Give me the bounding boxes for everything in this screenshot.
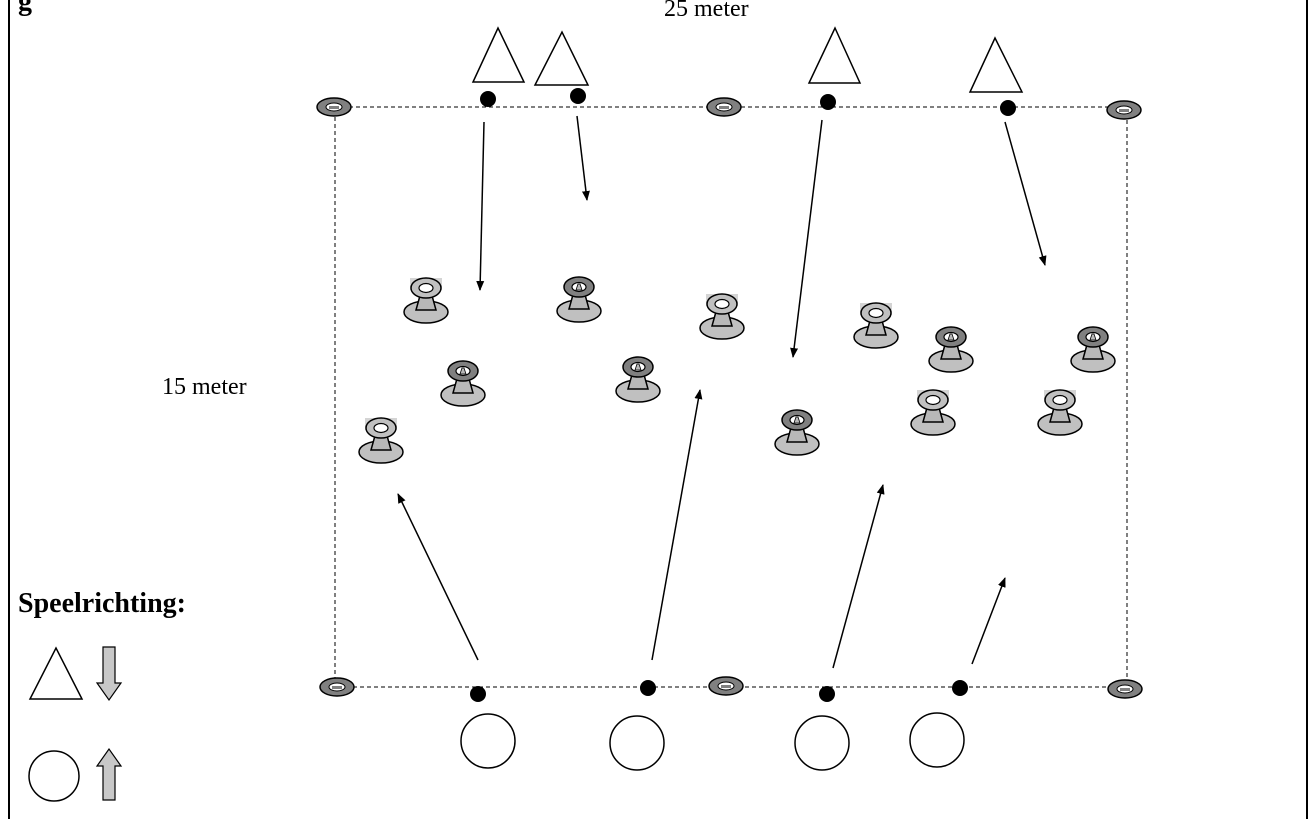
cone-light-icon [1037,389,1083,436]
legend-title: Speelrichting: [18,588,186,619]
movement-arrow [1004,121,1047,266]
marker-top-right-icon [1106,100,1142,120]
player-circle-icon [794,715,850,771]
ball-icon [952,680,968,696]
movement-arrow [971,577,1006,665]
marker-top-mid-icon [706,97,742,117]
ball-icon [480,91,496,107]
cone-dark-icon [1070,326,1116,373]
cone-light-icon [910,389,956,436]
player-triangle-icon [471,26,526,83]
cone-light-icon [853,302,899,349]
frame-left-border [8,0,10,819]
ball-icon [1000,100,1016,116]
movement-arrow [397,493,479,661]
cone-dark-icon [440,360,486,407]
cone-dark-icon [774,409,820,456]
player-circle-icon [909,712,965,768]
player-triangle-icon [533,30,590,86]
legend-triangle-icon [28,646,84,700]
legend-circle-icon [28,750,80,802]
player-circle-icon [609,715,665,771]
heading-fragment: g [18,0,32,17]
player-circle-icon [460,713,516,769]
marker-bottom-left-icon [319,677,355,697]
ball-icon [470,686,486,702]
marker-bottom-mid-icon [708,676,744,696]
movement-arrow [576,115,590,201]
ball-icon [820,94,836,110]
ball-icon [640,680,656,696]
ball-icon [570,88,586,104]
marker-bottom-right-icon [1107,679,1143,699]
cone-light-icon [358,417,404,464]
field-width-label: 25 meter [664,0,749,22]
legend-arrow-up-icon [95,747,123,801]
legend-arrow-down-icon [95,646,123,702]
frame-right-border [1306,0,1308,819]
movement-arrow [651,389,703,661]
cone-dark-icon [556,276,602,323]
player-triangle-icon [968,36,1024,93]
movement-arrow [476,121,485,291]
movement-arrow [832,484,885,669]
cone-light-icon [403,277,449,324]
field-length-label: 15 meter [162,374,247,400]
cone-dark-icon [928,326,974,373]
player-triangle-icon [807,26,862,84]
ball-icon [819,686,835,702]
cone-light-icon [699,293,745,340]
movement-arrow [790,119,823,358]
marker-top-left-icon [316,97,352,117]
cone-dark-icon [615,356,661,403]
